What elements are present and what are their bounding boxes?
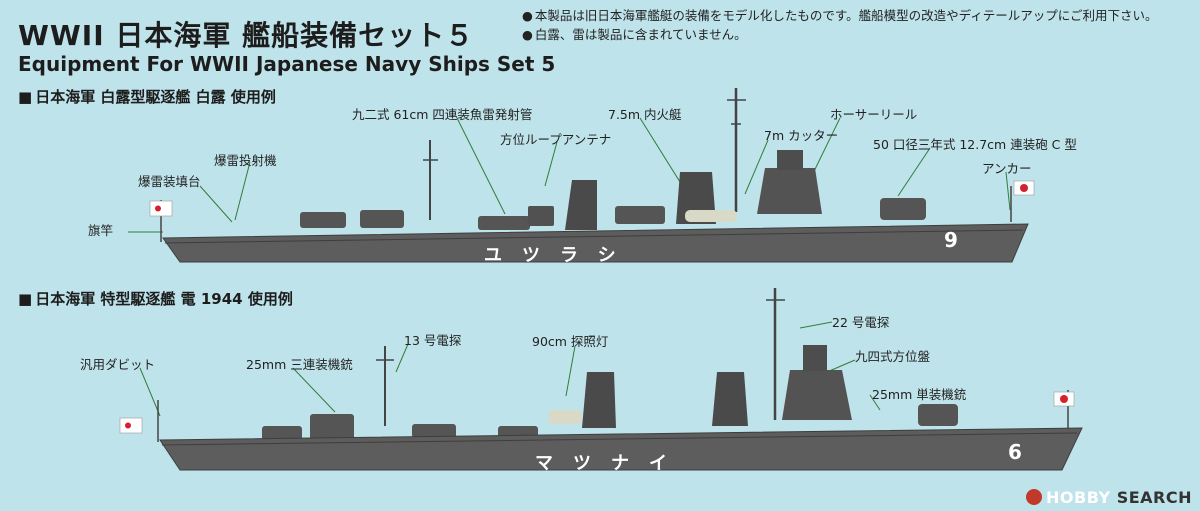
ship1-hull-number: 9: [944, 228, 958, 252]
label-loop-antenna: 方位ループアンテナ: [500, 132, 612, 147]
watermark: HOBBY SEARCH: [1026, 488, 1192, 507]
note-1: 本製品は旧日本海軍艦艇の装備をモデル化したものです。艦船模型の改造やディテールア…: [522, 6, 1158, 25]
ship1-shiratsuyu: [149, 88, 1035, 263]
ship1-hull-name: ユツラシ: [484, 245, 636, 266]
label-aa-single-mount: 25mm 単装機銃: [872, 387, 967, 402]
ship2-hull-name: マツナイ: [535, 453, 687, 474]
label-fire-director: 九四式方位盤: [855, 349, 931, 364]
label-cutter: 7m カッター: [764, 128, 839, 143]
label-aa-triple-mount: 25mm 三連装機銃: [246, 357, 353, 372]
label-depth-charge-launcher: 爆雷投射機: [214, 153, 277, 168]
watermark-brand-b: SEARCH: [1116, 488, 1192, 507]
label-davit: 汎用ダビット: [80, 357, 156, 372]
label-flagstaff: 旗竿: [88, 223, 114, 238]
label-depth-charge-rack: 爆雷装填台: [138, 174, 201, 189]
ship2-hull-number: 6: [1008, 440, 1022, 464]
label-hose-reel: ホーサーリール: [830, 107, 918, 122]
section-title-ship1: 日本海軍 白露型駆逐艦 白露 使用例: [18, 86, 276, 107]
label-torpedo-launcher: 九二式 61cm 四連装魚雷発射管: [352, 107, 533, 122]
note-2: 白露、雷は製品に含まれていません。: [522, 25, 1158, 44]
page-subtitle: Equipment For WWII Japanese Navy Ships S…: [18, 52, 556, 76]
ship2-inazuma: [119, 288, 1083, 471]
watermark-brand-a: HOBBY: [1046, 488, 1111, 507]
label-launch: 7.5m 内火艇: [608, 107, 682, 122]
hobby-search-logo-icon: [1026, 489, 1043, 505]
label-anchor: アンカー: [982, 161, 1032, 176]
label-searchlight: 90cm 探照灯: [532, 334, 609, 349]
page-title: WWII 日本海軍 艦船装備セット５: [18, 19, 475, 52]
label-radar-13: 13 号電探: [404, 333, 462, 348]
notes: 本製品は旧日本海軍艦艇の装備をモデル化したものです。艦船模型の改造やディテールア…: [522, 6, 1158, 44]
label-gun-mount: 50 口径三年式 12.7cm 連装砲 C 型: [873, 137, 1077, 152]
section-title-ship2: 日本海軍 特型駆逐艦 電 1944 使用例: [18, 288, 293, 309]
label-radar-22: 22 号電探: [832, 315, 890, 330]
